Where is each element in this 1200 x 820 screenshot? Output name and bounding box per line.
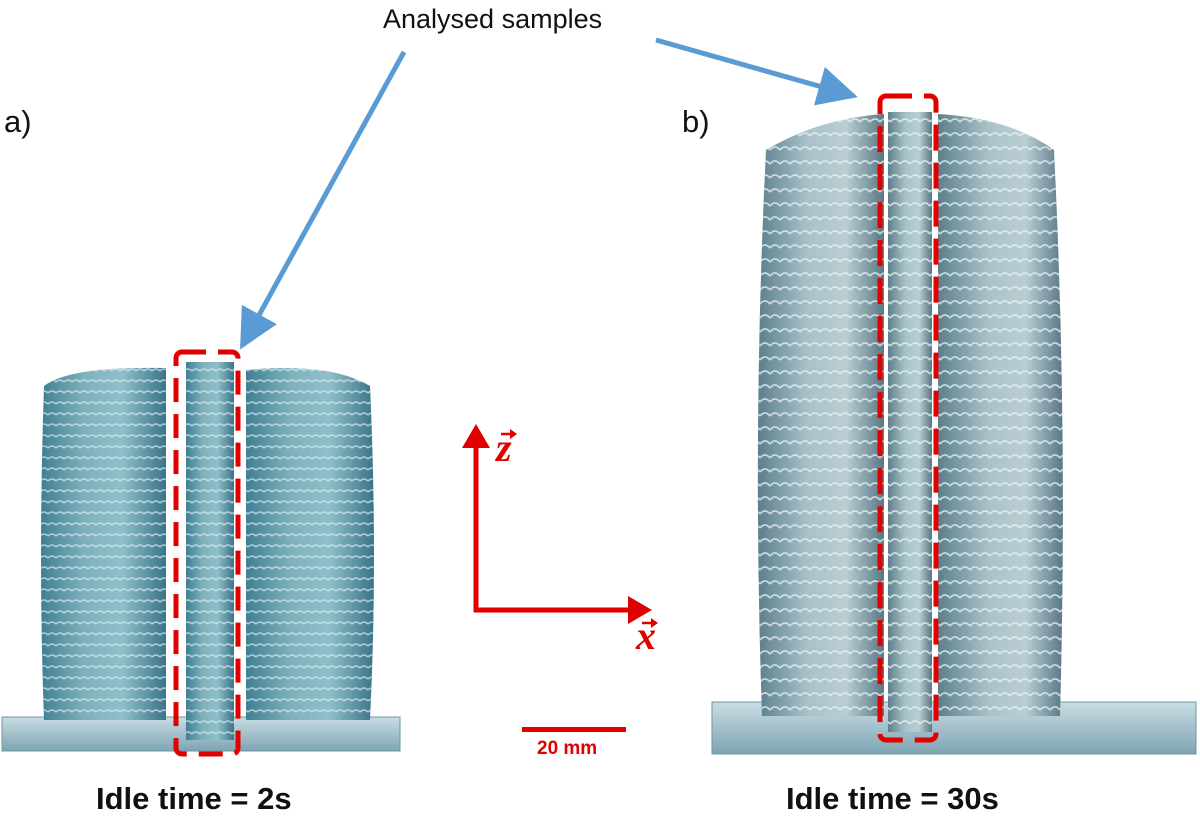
pointer-arrow-a <box>239 50 407 350</box>
coordinate-axes <box>462 424 652 624</box>
scale-bar-label: 20 mm <box>537 738 598 759</box>
specimen-a <box>1 349 401 757</box>
cut-outline-a <box>173 349 241 757</box>
caption-b: Idle time = 30s <box>786 781 999 816</box>
scale-bar <box>522 727 626 732</box>
vector-arrow-z-icon <box>501 429 517 439</box>
caption-a: Idle time = 2s <box>96 781 292 816</box>
pointer-arrow-b <box>655 37 858 106</box>
axis-label-z: z <box>496 425 512 470</box>
panel-label-a: a) <box>4 104 32 139</box>
cut-outline-b <box>877 93 939 743</box>
annotation-label: Analysed samples <box>383 4 603 34</box>
panel-label-b: b) <box>682 104 710 139</box>
specimen-b <box>711 93 1197 755</box>
vector-arrow-x-icon <box>642 618 658 628</box>
